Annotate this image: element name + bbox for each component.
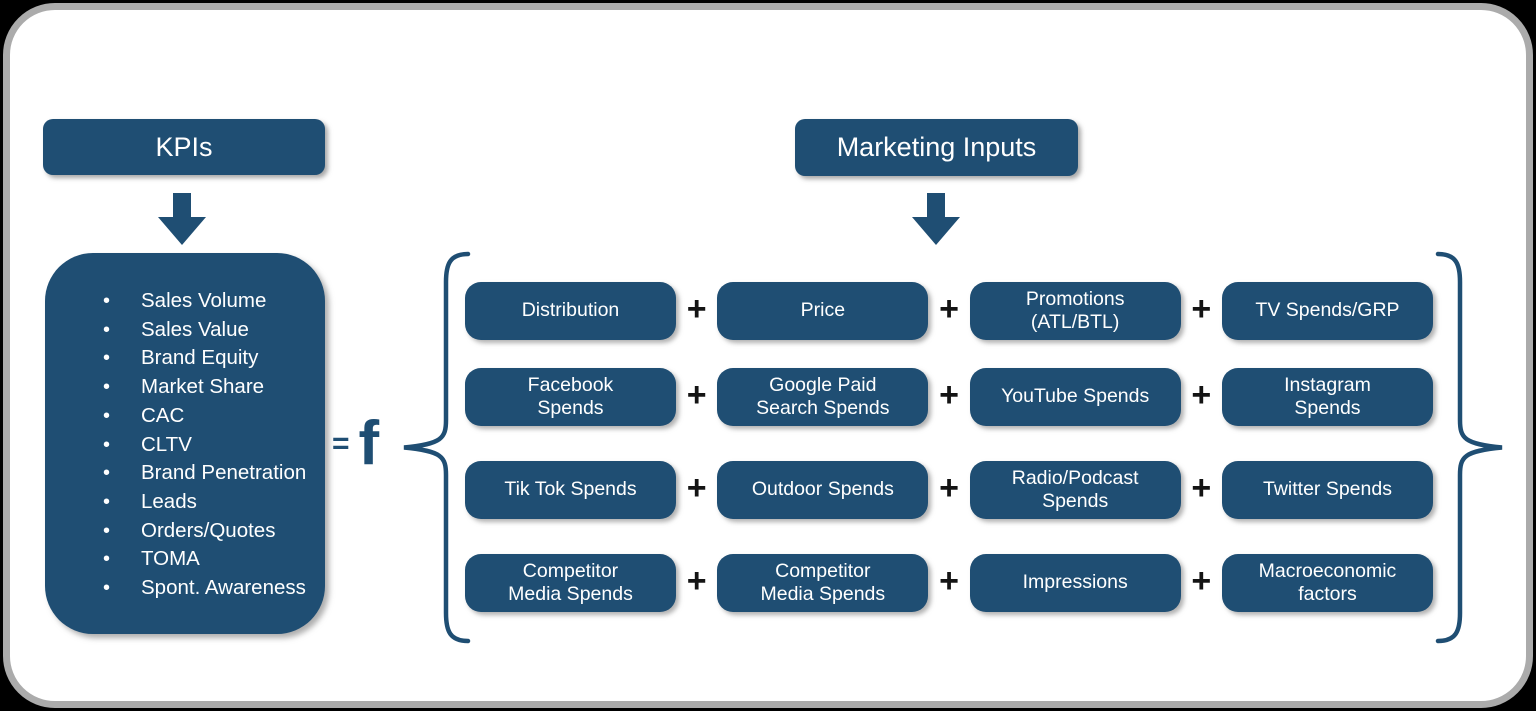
kpi-item: Orders/Quotes	[103, 517, 325, 546]
input-box-twitter-spends: Twitter Spends	[1221, 461, 1433, 519]
kpi-item: Market Share	[103, 373, 325, 402]
slide-panel: KPIs Sales Volume Sales Value Brand Equi…	[3, 3, 1533, 708]
plus-sign: +	[1191, 290, 1212, 328]
plus-sign: +	[939, 290, 959, 328]
kpi-item: CLTV	[103, 431, 325, 460]
input-box-competitor-media-spends-1: Competitor Media Spends	[465, 554, 676, 612]
marketing-inputs-row-2: Facebook Spends + Google Paid Search Spe…	[465, 367, 1433, 427]
down-arrow-icon	[912, 193, 960, 245]
input-box-price: Price	[717, 282, 929, 340]
kpi-item: Sales Value	[103, 316, 325, 345]
plus-sign: +	[686, 376, 707, 414]
plus-sign: +	[939, 376, 959, 414]
kpi-item: Spont. Awareness	[103, 574, 325, 603]
function-f-symbol: f	[358, 409, 380, 478]
input-box-impressions: Impressions	[969, 554, 1181, 612]
kpi-header: KPIs	[43, 119, 325, 175]
marketing-inputs-row-3: Tik Tok Spends + Outdoor Spends + Radio/…	[465, 460, 1433, 520]
plus-sign: +	[686, 469, 707, 507]
down-arrow-icon	[158, 193, 206, 245]
kpi-item: TOMA	[103, 545, 325, 574]
input-box-instagram-spends: Instagram Spends	[1221, 368, 1433, 426]
input-box-outdoor-spends: Outdoor Spends	[717, 461, 929, 519]
marketing-inputs-row-1: Distribution + Price + Promotions (ATL/B…	[465, 281, 1433, 341]
plus-sign: +	[686, 290, 707, 328]
plus-sign: +	[1191, 469, 1212, 507]
left-curly-brace	[403, 251, 471, 644]
kpi-header-label: KPIs	[155, 131, 213, 162]
input-box-youtube-spends: YouTube Spends	[969, 368, 1181, 426]
kpi-item: Leads	[103, 488, 325, 517]
plus-sign: +	[1191, 562, 1212, 600]
plus-sign: +	[686, 562, 707, 600]
equals-sign: =	[332, 427, 350, 460]
marketing-inputs-header: Marketing Inputs	[795, 119, 1078, 176]
kpi-item: Sales Volume	[103, 287, 325, 316]
input-box-distribution: Distribution	[465, 282, 676, 340]
input-box-tv-spends-grp: TV Spends/GRP	[1221, 282, 1433, 340]
input-box-macroeconomic-factors: Macroeconomic factors	[1221, 554, 1433, 612]
input-box-promotions: Promotions (ATL/BTL)	[969, 282, 1181, 340]
kpi-item: Brand Equity	[103, 344, 325, 373]
kpi-item: Brand Penetration	[103, 459, 325, 488]
kpi-item: CAC	[103, 402, 325, 431]
input-box-tiktok-spends: Tik Tok Spends	[465, 461, 676, 519]
function-notation: = f	[332, 402, 410, 486]
plus-sign: +	[939, 469, 959, 507]
input-box-competitor-media-spends-2: Competitor Media Spends	[717, 554, 929, 612]
plus-sign: +	[1191, 376, 1212, 414]
input-box-facebook-spends: Facebook Spends	[465, 368, 676, 426]
kpi-list: Sales Volume Sales Value Brand Equity Ma…	[45, 253, 325, 603]
right-curly-brace	[1435, 251, 1503, 644]
input-box-radio-podcast-spends: Radio/Podcast Spends	[969, 461, 1181, 519]
marketing-inputs-row-4: Competitor Media Spends + Competitor Med…	[465, 553, 1433, 613]
marketing-inputs-header-label: Marketing Inputs	[836, 132, 1037, 162]
kpi-list-box: Sales Volume Sales Value Brand Equity Ma…	[45, 253, 325, 634]
plus-sign: +	[939, 562, 959, 600]
input-box-google-paid-search-spends: Google Paid Search Spends	[717, 368, 929, 426]
